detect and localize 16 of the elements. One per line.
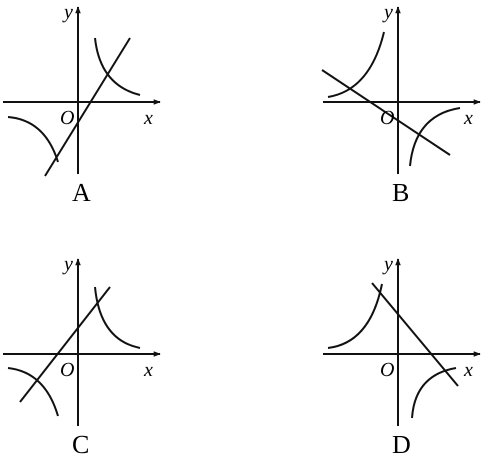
axis-label: x <box>144 108 153 128</box>
axis-label: y <box>384 254 393 274</box>
axis-label: O <box>380 108 394 128</box>
axis-label: y <box>64 2 73 22</box>
option-label: C <box>72 432 90 458</box>
option-label: D <box>392 432 411 458</box>
axis-label: O <box>60 360 74 380</box>
axis-label: x <box>464 108 473 128</box>
axis-label: y <box>64 254 73 274</box>
axis-label: O <box>380 360 394 380</box>
option-label: A <box>72 180 91 206</box>
axis-label: x <box>464 360 473 380</box>
axis-label: x <box>144 360 153 380</box>
option-label: B <box>392 180 410 206</box>
axis-label: y <box>384 2 393 22</box>
axis-label: O <box>60 108 74 128</box>
